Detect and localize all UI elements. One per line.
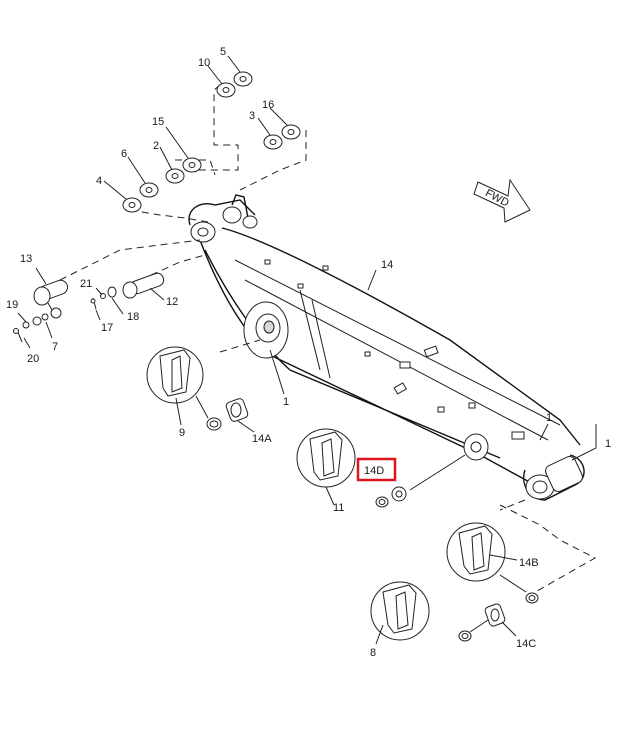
callout-10: 10 xyxy=(198,57,210,69)
callout-15: 15 xyxy=(152,116,164,128)
callout-16: 16 xyxy=(262,99,274,111)
callout-9: 9 xyxy=(179,427,185,439)
callout-17: 17 xyxy=(101,322,113,334)
callout-13: 13 xyxy=(20,253,32,265)
callout-20: 20 xyxy=(27,353,39,365)
callout-14B: 14B xyxy=(519,557,539,569)
callout-11: 11 xyxy=(333,502,344,514)
pin-assembly-left xyxy=(13,267,165,349)
detail-14B xyxy=(446,522,539,604)
callout-14: 14 xyxy=(381,259,393,271)
callout-14A: 14A xyxy=(252,433,272,445)
detail-9-14A xyxy=(146,346,255,433)
detail-8-14C xyxy=(370,581,517,645)
callout-1-right: 1 xyxy=(605,438,611,450)
callout-14D: 14D xyxy=(364,465,384,477)
callout-8: 8 xyxy=(370,647,376,659)
callout-18: 18 xyxy=(127,311,139,323)
callout-7: 7 xyxy=(52,341,58,353)
callout-1-nose: 1 xyxy=(546,412,552,424)
callout-4: 4 xyxy=(96,175,102,187)
callout-1-mid: 1 xyxy=(283,396,289,408)
callout-12: 12 xyxy=(166,296,178,308)
callout-leaders xyxy=(269,269,597,461)
callout-6: 6 xyxy=(121,148,127,160)
callout-2: 2 xyxy=(153,140,159,152)
callout-19: 19 xyxy=(6,299,18,311)
callout-labels: 5 10 16 3 15 2 6 4 14 13 21 19 12 18 17 … xyxy=(6,46,611,659)
callout-3: 3 xyxy=(249,110,255,122)
callout-5: 5 xyxy=(220,46,226,58)
explode-lines xyxy=(59,84,597,596)
callout-21: 21 xyxy=(80,278,92,290)
fwd-label: FWD xyxy=(483,187,511,209)
fwd-direction-arrow: FWD xyxy=(473,178,531,223)
detail-11-14D xyxy=(296,428,466,508)
hardware-top xyxy=(103,55,301,213)
highlight-box-14D[interactable] xyxy=(356,457,397,482)
callout-14C: 14C xyxy=(516,638,536,650)
boom-arm xyxy=(188,194,585,501)
